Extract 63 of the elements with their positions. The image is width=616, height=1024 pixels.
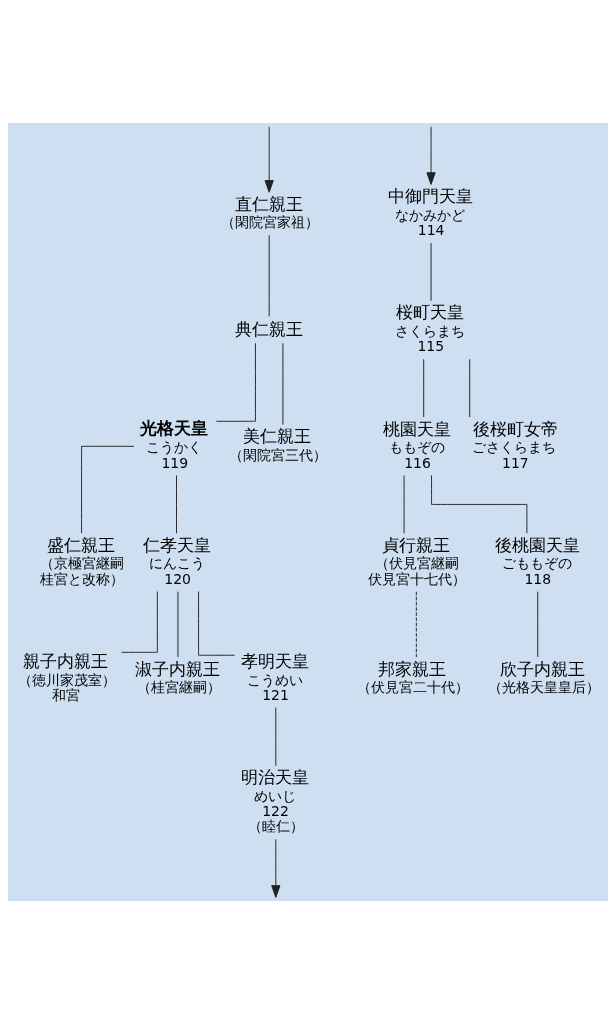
- node-text: 邦家親王: [377, 658, 446, 679]
- arrow: [271, 838, 281, 898]
- node-text: 後桃園天皇: [495, 534, 581, 555]
- node-label: （徳川家茂室）: [17, 671, 116, 688]
- connector: [431, 474, 528, 534]
- node-label: 118: [524, 570, 552, 587]
- node-text: 美仁親王: [243, 426, 312, 447]
- connector: [537, 591, 539, 658]
- connector: [176, 475, 177, 534]
- node-label: （閑院宮家祖）: [220, 214, 319, 231]
- node-label: ごももぞの: [502, 555, 573, 572]
- node-text: 中御門天皇: [388, 186, 474, 207]
- arrow: [426, 126, 436, 185]
- node-text: 貞行親王: [381, 534, 450, 555]
- node-label: 121: [262, 687, 289, 704]
- connector: [423, 358, 425, 418]
- node-label: （光格天皇皇后）: [487, 679, 600, 696]
- node-label: 和宮: [52, 687, 81, 704]
- node-label: さくらまち: [395, 322, 465, 339]
- node-label: （睦仁）: [247, 818, 304, 835]
- node-text: 桜町天皇: [396, 302, 465, 323]
- node-label: ごさくらまち: [472, 439, 557, 456]
- node-text: 仁孝天皇: [143, 534, 212, 555]
- node-label: （閑院宮三代）: [229, 446, 328, 463]
- node-label: めいじ: [254, 787, 297, 804]
- node-label: 116: [404, 454, 431, 471]
- connector: [215, 342, 256, 422]
- connector: [81, 445, 135, 534]
- connector: [275, 707, 277, 767]
- node-text: 淑子内親王: [135, 658, 221, 679]
- node-label: （伏見宮継嗣: [374, 555, 459, 572]
- node-label: 114: [417, 222, 445, 239]
- node-label: 122: [262, 803, 289, 820]
- node-label: 117: [502, 454, 529, 471]
- connector: [198, 591, 235, 656]
- node-text: 孝明天皇: [241, 651, 310, 672]
- node-text: 光格天皇: [140, 417, 209, 438]
- node-text: 桃園天皇: [383, 418, 452, 439]
- node-label: こうかく: [145, 439, 202, 456]
- node-text: 明治天皇: [241, 767, 310, 788]
- node-text: 盛仁親王: [47, 534, 115, 555]
- node-label: 伏見宮十七代）: [367, 570, 466, 587]
- connector: [415, 591, 417, 658]
- node-label: （桂宮継嗣）: [136, 679, 221, 696]
- node-label: 119: [161, 454, 189, 471]
- node-label: 115: [417, 338, 445, 355]
- node-label: （伏見宮二十代）: [356, 679, 469, 696]
- node-label: なかみかど: [395, 206, 466, 223]
- connector: [469, 358, 471, 418]
- node-label: （京極宮継嗣: [40, 555, 125, 572]
- node-text: 典仁親王: [234, 318, 303, 339]
- node-label: こうめい: [246, 671, 303, 688]
- node-label: 桂宮と改称）: [39, 570, 124, 587]
- node-label: にんこう: [148, 555, 205, 572]
- node-text: 欣子内親王: [500, 658, 586, 679]
- node-text: 直仁親王: [234, 193, 303, 214]
- node-text: 後桜町女帝: [472, 418, 558, 439]
- node-label: ももぞの: [388, 439, 445, 456]
- connector: [121, 591, 158, 653]
- arrow: [264, 126, 274, 193]
- node-label: 120: [164, 570, 192, 587]
- connector: [268, 234, 270, 317]
- node-text: 親子内親王: [23, 651, 109, 672]
